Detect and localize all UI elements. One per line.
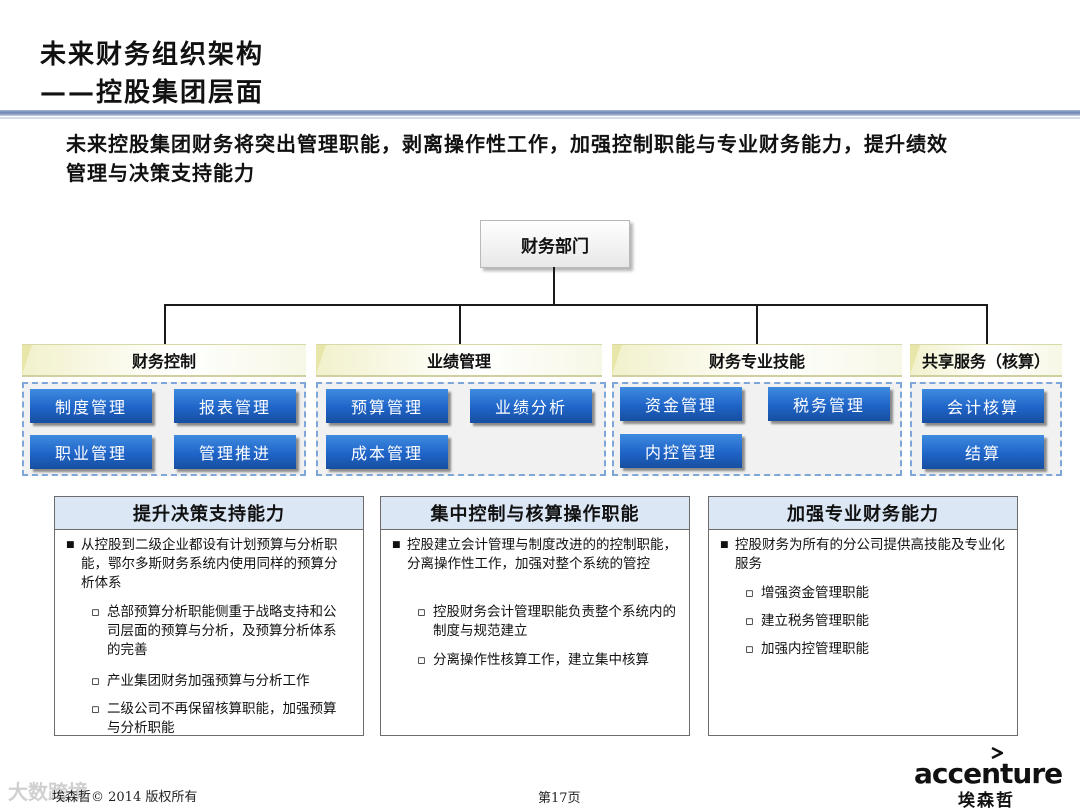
category-header-professional: 财务专业技能: [612, 344, 902, 377]
panel-bullet: 从控股到二级企业都设有计划预算与分析职能，鄂尔多斯财务系统内使用同样的预算分析体…: [66, 536, 349, 593]
page-title-line1: 未来财务组织架构: [40, 40, 265, 70]
item-label: 职业管理: [54, 444, 127, 463]
panel-sub-bullet: 二级公司不再保留核算职能，加强预算与分析职能: [91, 700, 349, 738]
item-report-management: 报表管理: [174, 389, 296, 423]
panel-bullet: 控股建立会计管理与制度改进的的控制职能，分离操作性工作，加强对整个系统的管控: [392, 536, 677, 574]
item-settlement: 结算: [922, 435, 1044, 469]
item-tax-management: 税务管理: [768, 387, 890, 421]
item-system-management: 制度管理: [30, 389, 152, 423]
intro-text: 未来控股集团财务将突出管理职能，剥离操作性工作，加强控制职能与专业财务能力，提升…: [66, 132, 948, 185]
panel-decision-support: 提升决策支持能力 从控股到二级企业都设有计划预算与分析职能，鄂尔多斯财务系统内使…: [54, 496, 364, 736]
connector-root-down: [553, 267, 555, 305]
panel-body: 控股建立会计管理与制度改进的的控制职能，分离操作性工作，加强对整个系统的管控 控…: [381, 529, 689, 735]
logo-accenture-cn: 埃森哲: [958, 791, 1015, 811]
item-label: 结算: [964, 444, 1001, 463]
item-label: 资金管理: [644, 396, 717, 415]
header-divider: [0, 110, 1080, 116]
panel-body: 从控股到二级企业都设有计划预算与分析职能，鄂尔多斯财务系统内使用同样的预算分析体…: [55, 529, 363, 738]
item-career-management: 职业管理: [30, 435, 152, 469]
category-label: 财务专业技能: [708, 352, 805, 371]
connector-cat2: [459, 304, 461, 344]
item-budget-management: 预算管理: [326, 389, 448, 423]
panel-title: 加强专业财务能力: [709, 497, 1017, 529]
category-label: 财务控制: [131, 352, 196, 371]
panel-sub-bullet: 建立税务管理职能: [745, 612, 1005, 631]
item-label: 内控管理: [644, 443, 717, 462]
category-label: 共享服务（核算）: [921, 352, 1050, 371]
panel-sub-bullet: 控股财务会计管理职能负责整个系统内的制度与规范建立: [417, 603, 677, 641]
panel-sub-bullet: 分离操作性核算工作，建立集中核算: [417, 651, 677, 670]
header-divider-light: [0, 117, 1080, 119]
panel-bullet: 控股财务为所有的分公司提供高技能及专业化服务: [720, 536, 1007, 574]
category-header-performance: 业绩管理: [316, 344, 602, 377]
item-label: 税务管理: [792, 396, 865, 415]
item-cost-management: 成本管理: [326, 435, 448, 469]
panel-sub-bullet: 加强内控管理职能: [745, 640, 1005, 659]
panel-sub-bullet: 增强资金管理职能: [745, 584, 1005, 603]
item-label: 会计核算: [946, 398, 1019, 417]
connector-horizontal: [164, 304, 988, 306]
logo-accenture: accenture: [914, 757, 1063, 790]
panel-title: 提升决策支持能力: [55, 497, 363, 529]
category-header-finance-control: 财务控制: [22, 344, 306, 377]
item-performance-analysis: 业绩分析: [470, 389, 592, 423]
panel-body: 控股财务为所有的分公司提供高技能及专业化服务 增强资金管理职能 建立税务管理职能…: [709, 529, 1017, 735]
org-root-label: 财务部门: [521, 236, 589, 257]
item-label: 报表管理: [198, 398, 271, 417]
item-accounting: 会计核算: [922, 389, 1044, 423]
item-label: 业绩分析: [494, 398, 567, 417]
footer-copyright: 埃森哲© 2014 版权所有: [52, 790, 198, 805]
page-title-line2: ——控股集团层面: [40, 78, 265, 108]
item-label: 管理推进: [198, 444, 271, 463]
item-label: 预算管理: [350, 398, 423, 417]
panel-centralized-control: 集中控制与核算操作职能 控股建立会计管理与制度改进的的控制职能，分离操作性工作，…: [380, 496, 690, 736]
panel-sub-bullet: 总部预算分析职能侧重于战略支持和公司层面的预算与分析，及预算分析体系的完善: [91, 603, 349, 660]
accenture-chevron-icon: [991, 747, 1003, 759]
item-label: 制度管理: [54, 398, 127, 417]
connector-cat1: [164, 304, 166, 344]
item-management-promotion: 管理推进: [174, 435, 296, 469]
org-root-box: 财务部门: [480, 220, 630, 268]
item-internal-control: 内控管理: [620, 434, 742, 468]
watermark: 大数跨境: [8, 780, 88, 804]
panel-title: 集中控制与核算操作职能: [381, 497, 689, 529]
item-fund-management: 资金管理: [620, 387, 742, 421]
category-header-shared-service: 共享服务（核算）: [910, 344, 1062, 377]
item-label: 成本管理: [350, 444, 423, 463]
footer-page-number: 第17页: [538, 791, 581, 806]
panel-professional-capability: 加强专业财务能力 控股财务为所有的分公司提供高技能及专业化服务 增强资金管理职能…: [708, 496, 1018, 736]
category-label: 业绩管理: [426, 352, 491, 371]
connector-cat3: [756, 304, 758, 344]
panel-sub-bullet: 产业集团财务加强预算与分析工作: [91, 672, 349, 691]
connector-cat4: [986, 304, 988, 344]
